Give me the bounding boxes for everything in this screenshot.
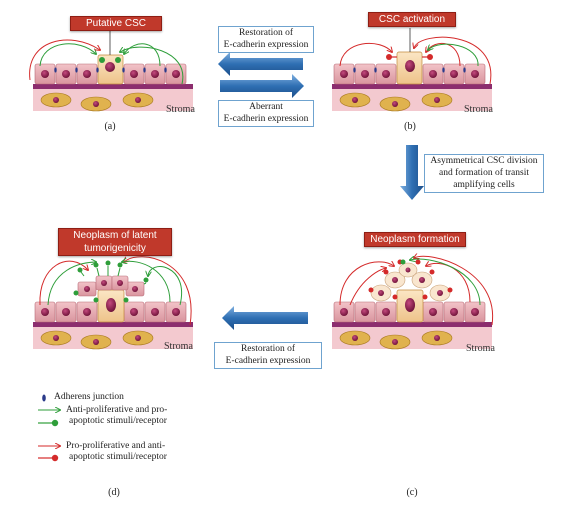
adherens-junction-icon (42, 394, 46, 402)
asymmetric-line1: Asymmetrical CSC division (430, 156, 538, 166)
legend-anti-line2: apoptotic stimuli/receptor (69, 416, 167, 426)
restoration-top-line2: E-cadherin expression (223, 40, 309, 50)
panel-d-label-line1: Neoplasm of latent (73, 230, 157, 241)
panel-d-label: Neoplasm of latent tumorigenicity (58, 228, 172, 256)
legend-anti-line1: Anti-proliferative and pro- (66, 405, 168, 415)
legend-pro-line2: apoptotic stimuli/receptor (69, 452, 167, 462)
aberrant-line1: Aberrant (249, 102, 283, 112)
caption-c: (c) (406, 487, 418, 498)
stroma-label-b: Stroma (464, 104, 493, 115)
arrow-left-restoration-bottom (222, 306, 308, 330)
restoration-bottom-box: Restoration of E-cadherin expression (214, 342, 322, 369)
aberrant-line2: E-cadherin expression (223, 114, 309, 124)
pro-receptor-icon (51, 454, 59, 462)
pro-proliferative-stimuli (29, 39, 100, 81)
restoration-bottom-line1: Restoration of (240, 344, 296, 354)
panel-c (332, 256, 494, 350)
stroma-label-d: Stroma (164, 341, 193, 352)
legend-adherens: Adherens junction (54, 392, 124, 402)
receptors-green (99, 57, 121, 63)
restoration-top-line1: Restoration of (238, 28, 294, 38)
restoration-bottom-line2: E-cadherin expression (225, 356, 311, 366)
asymmetric-line2: and formation of transit (439, 168, 529, 178)
caption-d: (d) (108, 487, 120, 498)
legend-glyphs (38, 394, 60, 462)
panel-a-label: Putative CSC (70, 16, 162, 31)
panel-a (29, 30, 193, 112)
restoration-top-box: Restoration of E-cadherin expression (218, 26, 314, 53)
caption-a: (a) (104, 121, 116, 132)
arrow-down-asymmetric (400, 145, 424, 200)
asymmetric-line3: amplifying cells (453, 180, 515, 190)
legend-anti: Anti-proliferative and pro- apoptotic st… (66, 405, 167, 427)
stroma-layer (33, 89, 193, 111)
legend-pro: Pro-proliferative and anti- apoptotic st… (66, 441, 167, 463)
legend-pro-line1: Pro-proliferative and anti- (66, 441, 166, 451)
asymmetric-box: Asymmetrical CSC division and formation … (424, 154, 544, 193)
panel-d (33, 256, 193, 350)
panel-b-label: CSC activation (368, 12, 456, 27)
adherens-junctions (54, 67, 167, 73)
anti-proliferative-stimuli (39, 43, 184, 85)
panel-b (332, 28, 492, 112)
stroma-label-c: Stroma (466, 343, 495, 354)
caption-b: (b) (404, 121, 416, 132)
arrow-left-restoration-top (218, 52, 303, 76)
arrow-right-aberrant (220, 74, 304, 98)
panel-d-label-line2: tumorigenicity (84, 243, 146, 254)
stromal-cells (40, 92, 154, 112)
basement-membrane (33, 84, 193, 89)
epithelial-cells (34, 63, 187, 85)
panel-c-label: Neoplasm formation (364, 232, 466, 247)
anti-receptor-icon (51, 419, 59, 427)
aberrant-box: Aberrant E-cadherin expression (218, 100, 314, 127)
stroma-label-a: Stroma (166, 104, 195, 115)
